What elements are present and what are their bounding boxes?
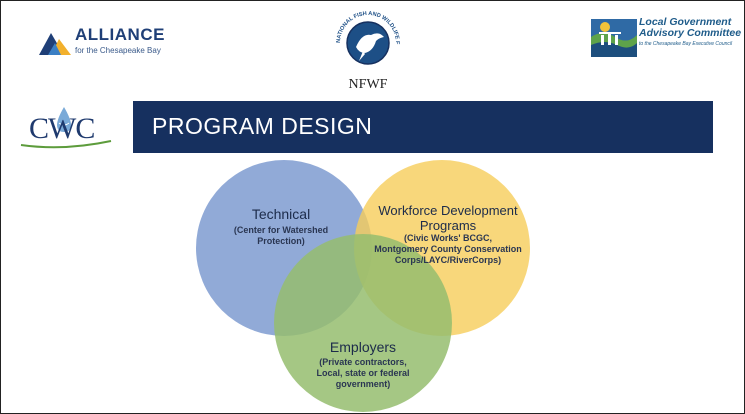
workforce-title-1: Workforce Development [378,203,518,218]
alliance-subtitle: for the Chesapeake Bay [75,46,161,55]
nfwf-logo: NATIONAL FISH AND WILDLIFE FOUNDATION NF… [327,3,407,95]
lgac-landscape-icon [591,19,637,57]
employers-detail-3: government) [335,379,391,389]
nfwf-seal-icon: NATIONAL FISH AND WILDLIFE FOUNDATION [327,3,400,65]
employers-detail-1: (Private contractors, [319,357,407,367]
cwc-logo-box [1,101,133,153]
lgac-title-line-2: Advisory Committee [639,27,742,39]
page-title: PROGRAM DESIGN [152,113,373,139]
circle-employers [274,234,452,412]
employers-title: Employers [329,339,397,355]
workforce-title-2: Programs [419,218,477,233]
technical-title: Technical [251,206,311,222]
alliance-logo: ALLIANCE for the Chesapeake Bay [39,25,189,61]
technical-detail-1: (Center for Watershed [233,225,329,235]
cwc-drop-icon [20,107,112,149]
lgac-title-line-1: Local Government [639,16,732,28]
employers-detail-2: Local, state or federal [316,368,410,378]
workforce-detail-2: Montgomery County Conservation [374,244,522,254]
workforce-detail-1: (Civic Works' BCGC, [404,233,492,243]
alliance-name: ALLIANCE [75,25,165,44]
workforce-label: Workforce Development Programs (Civic Wo… [363,203,533,266]
lgac-subtitle: to the Chesapeake Bay Executive Council [639,41,733,47]
employers-label: Employers (Private contractors, Local, s… [288,339,438,390]
cwc-logo-text: CWC [29,112,95,145]
technical-label: Technical (Center for Watershed Protecti… [206,206,356,247]
workforce-detail-3: Corps/LAYC/RiverCorps) [394,255,502,265]
alliance-mountain-icon [39,33,71,55]
nfwf-abbreviation: NFWF [348,77,388,92]
technical-detail-2: Protection) [257,236,305,246]
lgac-logo: Local Government Advisory Committee to t… [591,15,741,59]
lgac-title: Local Government Advisory Committee [639,17,741,39]
